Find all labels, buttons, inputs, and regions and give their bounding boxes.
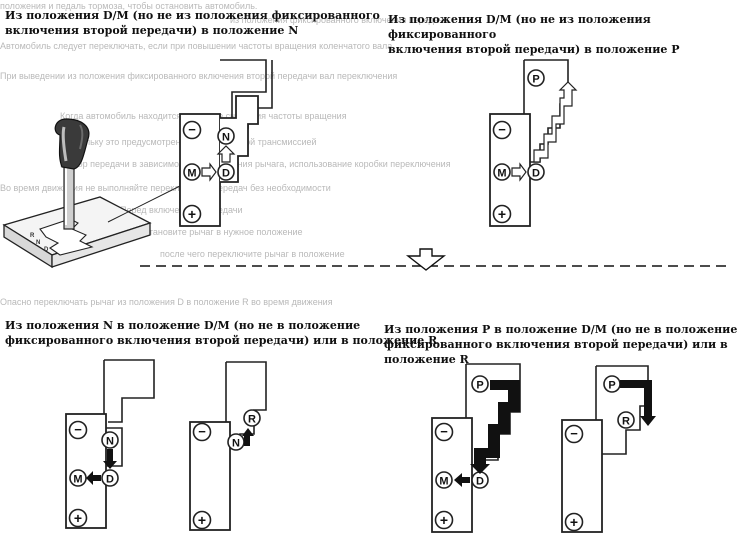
caption-top-right-line1: Из положения D/M (но не из положения фик… bbox=[388, 13, 651, 41]
arrow-d-to-p bbox=[533, 81, 578, 163]
bleed-text-8: Во время движения не выполняйте переключ… bbox=[0, 183, 331, 193]
caption-bottom-right-line2: фиксированного включения второй передачи… bbox=[384, 338, 728, 366]
caption-bottom-left: Из положения N в положение D/M (но не в … bbox=[5, 318, 437, 348]
bleed-text-11: после чего переключите рычаг в положение bbox=[160, 249, 345, 259]
gear-label-d: D bbox=[222, 168, 230, 180]
gate-diagram-p-to-dm: − + P D M bbox=[431, 363, 521, 533]
bleed-text-3: Автомобиль следует переключать, если при… bbox=[0, 41, 393, 51]
gear-label-m: M bbox=[187, 168, 196, 180]
bleed-text-12: Опасно переключать рычаг из положения D … bbox=[0, 297, 333, 307]
caption-top-left: Из положения D/M (но не из положения фик… bbox=[5, 8, 380, 38]
arrow-n-to-d bbox=[103, 449, 117, 469]
down-arrow-icon bbox=[405, 248, 447, 271]
caption-top-right-line2: включения второй передачи) в положение P bbox=[388, 43, 680, 56]
gear-label-n: N bbox=[232, 438, 240, 450]
plus-icon: + bbox=[498, 206, 506, 222]
gear-label-m: M bbox=[497, 168, 506, 180]
gate-diagram-n-to-dm: − + N D M bbox=[65, 359, 155, 529]
gate-diagram-dm-to-p: − + P D M bbox=[489, 59, 578, 227]
arrow-m-to-d bbox=[511, 162, 527, 182]
gear-label-p: P bbox=[532, 74, 539, 86]
bleed-text-1: положения и педаль тормоза, чтобы остано… bbox=[0, 1, 258, 11]
gear-label-d: D bbox=[106, 474, 114, 486]
caption-top-left-line1: Из положения D/M (но не из положения фик… bbox=[5, 9, 380, 22]
arrow-d-to-n bbox=[216, 145, 236, 163]
arrow-d-to-m bbox=[86, 471, 101, 485]
bleed-text-2: из положения фиксированного включения пе… bbox=[230, 15, 449, 25]
caption-top-left-line2: включения второй передачи) в положение N bbox=[5, 24, 299, 37]
plus-icon: + bbox=[440, 512, 448, 528]
gate-diagram-n-to-r: − + R N bbox=[189, 361, 267, 531]
minus-icon: − bbox=[440, 424, 448, 439]
plus-icon: + bbox=[74, 510, 82, 526]
plus-icon: + bbox=[188, 206, 196, 222]
bleed-text-7: Выбор передачи в зависимости от положени… bbox=[60, 159, 451, 169]
minus-icon: − bbox=[188, 122, 196, 137]
bleed-text-4: При выведении из положения фиксированног… bbox=[0, 71, 398, 81]
gear-lever-illustration: R N D bbox=[2, 118, 152, 269]
caption-bottom-right-line1: Из положения P в положение D/M (но не в … bbox=[384, 323, 738, 336]
arrow-n-to-r bbox=[242, 428, 254, 446]
gear-label-p: P bbox=[608, 380, 615, 392]
arrow-p-to-d bbox=[470, 380, 520, 474]
minus-icon: − bbox=[498, 122, 506, 137]
gate-diagram-p-to-r: − + P R bbox=[561, 365, 656, 533]
caption-bottom-left-line2: фиксированного включения второй передачи… bbox=[5, 334, 438, 347]
gear-label-m: M bbox=[439, 476, 448, 488]
svg-text:N: N bbox=[36, 240, 40, 246]
minus-icon: − bbox=[570, 426, 578, 441]
svg-text:R: R bbox=[30, 233, 35, 239]
gear-label-n: N bbox=[106, 436, 114, 448]
svg-text:D: D bbox=[44, 247, 49, 253]
plus-icon: + bbox=[570, 514, 578, 530]
caption-bottom-right: Из положения P в положение D/M (но не в … bbox=[384, 322, 745, 367]
gate-diagram-dm-to-n: − + N D M bbox=[179, 59, 273, 227]
arrow-d-to-m bbox=[454, 473, 470, 487]
gear-label-r: R bbox=[248, 414, 256, 426]
gear-label-d: D bbox=[476, 476, 484, 488]
plus-icon: + bbox=[198, 512, 206, 528]
gear-label-p: P bbox=[476, 380, 483, 392]
gear-label-n: N bbox=[222, 132, 230, 144]
gear-label-m: M bbox=[73, 474, 82, 486]
minus-icon: − bbox=[198, 424, 206, 439]
arrow-p-to-r bbox=[620, 380, 656, 426]
caption-top-right: Из положения D/M (но не из положения фик… bbox=[388, 12, 745, 57]
caption-bottom-left-line1: Из положения N в положение D/M (но не в … bbox=[5, 319, 361, 332]
minus-icon: − bbox=[74, 422, 82, 437]
gear-label-d: D bbox=[532, 168, 540, 180]
bleed-text-10: установите рычаг в нужное положение bbox=[140, 227, 303, 237]
arrow-m-to-d bbox=[201, 162, 217, 182]
gear-label-r: R bbox=[622, 416, 630, 428]
